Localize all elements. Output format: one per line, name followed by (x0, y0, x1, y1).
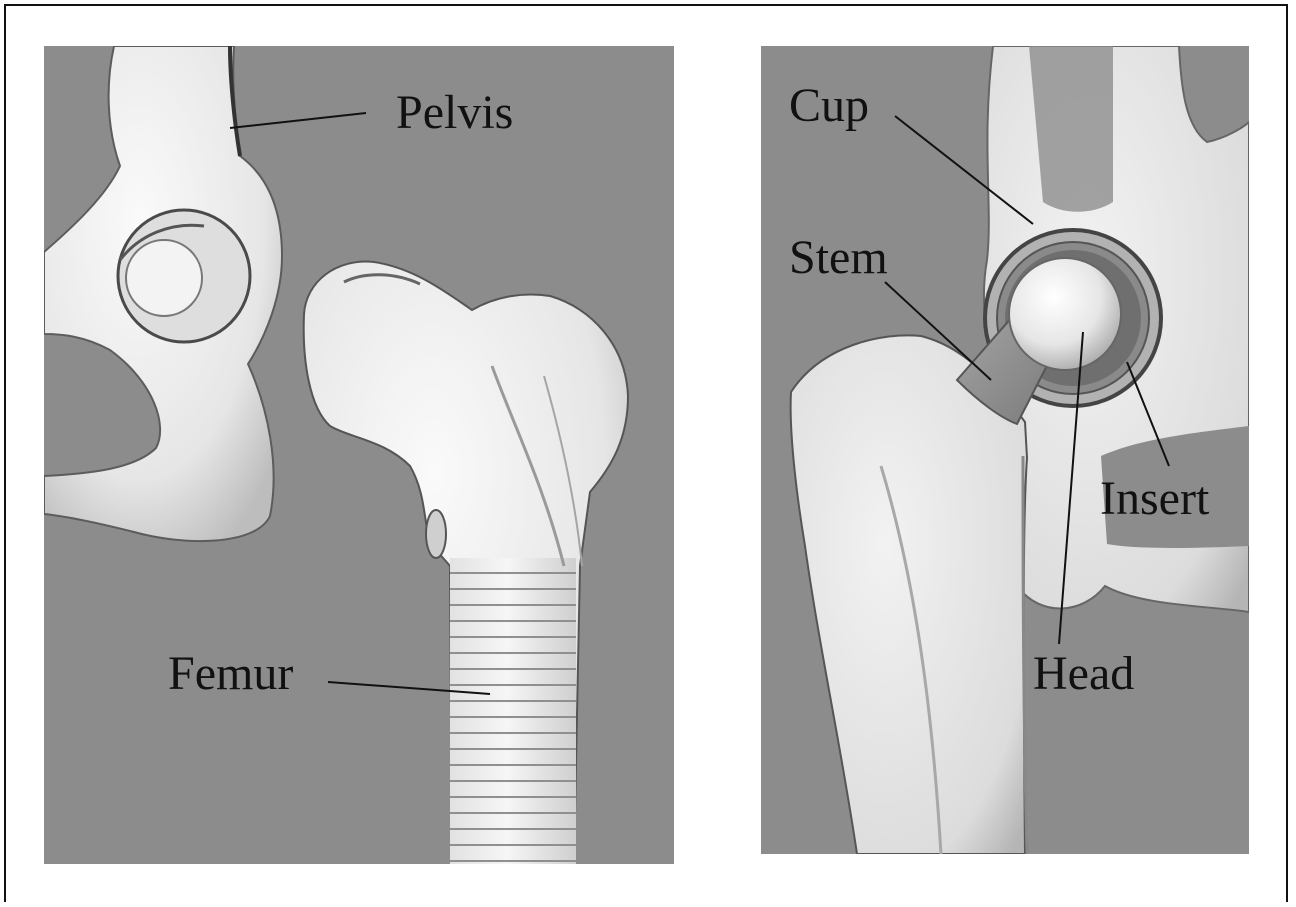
femoral-head (1009, 258, 1121, 370)
pelvis-label: Pelvis (396, 89, 513, 137)
stem-label: Stem (789, 234, 888, 282)
insert-label: Insert (1100, 475, 1209, 523)
femur-bone (791, 335, 1027, 854)
cup-label: Cup (789, 82, 869, 130)
head-label: Head (1033, 650, 1134, 698)
pelvis-bone (44, 46, 282, 541)
hip-implant-panel: Cup Stem Insert Head (761, 46, 1249, 854)
hip-implant-render (761, 46, 1249, 854)
native-hip-render (44, 46, 674, 864)
femur-bone (304, 262, 628, 864)
femur-label: Femur (168, 650, 293, 698)
native-hip-panel: Pelvis Femur (44, 46, 674, 864)
pelvis-leader-line (230, 113, 366, 128)
